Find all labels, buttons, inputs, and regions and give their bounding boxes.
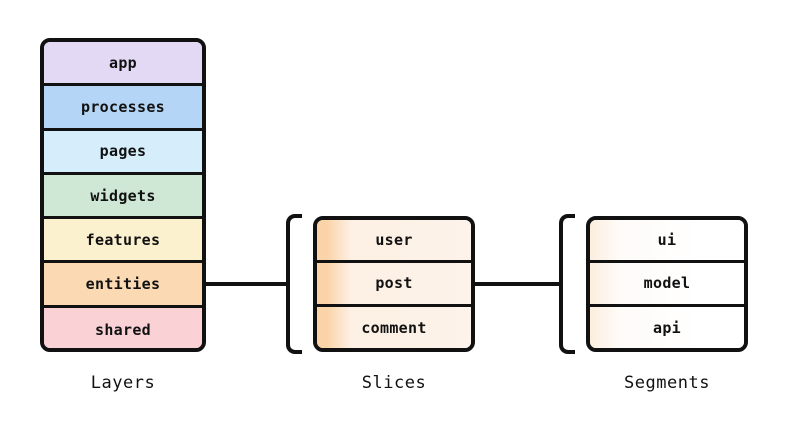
segment-row-ui[interactable]: ui [590,220,744,264]
layer-row-pages[interactable]: pages [44,130,202,175]
layer-row-processes[interactable]: processes [44,86,202,131]
segments-stack: ui model api [586,216,748,352]
layer-label-shared: shared [95,320,151,339]
slice-row-post[interactable]: post [317,263,471,307]
segment-row-model[interactable]: model [590,263,744,307]
layer-row-app[interactable]: app [44,42,202,87]
layer-row-shared[interactable]: shared [44,307,202,348]
layer-row-widgets[interactable]: widgets [44,174,202,220]
segment-label-model: model [643,274,691,293]
bracket-segments-icon [559,214,575,354]
connector-slices-to-segments [473,282,563,286]
layer-row-features[interactable]: features [44,219,202,264]
segment-label-api: api [653,319,681,338]
segment-row-api[interactable]: api [590,306,744,348]
layer-label-entities: entities [85,275,161,294]
caption-segments: Segments [624,373,710,393]
layer-row-entities[interactable]: entities [44,263,202,308]
slice-row-user[interactable]: user [317,220,471,264]
layer-label-widgets: widgets [90,186,156,205]
slice-label-user: user [375,231,413,250]
layer-label-features: features [85,230,161,249]
slice-row-comment[interactable]: comment [317,306,471,348]
layer-label-processes: processes [81,97,165,116]
connector-layers-to-slices [204,282,290,286]
bracket-slices-icon [286,214,302,354]
layer-label-app: app [109,53,137,72]
segment-label-ui: ui [657,231,677,250]
caption-slices: Slices [361,373,427,393]
layers-stack: app processes pages widgets features ent… [40,38,206,352]
slice-label-comment: comment [361,319,427,338]
slices-stack: user post comment [313,216,475,352]
caption-layers: Layers [90,373,156,393]
slice-label-post: post [375,274,413,293]
layer-label-pages: pages [99,142,147,161]
